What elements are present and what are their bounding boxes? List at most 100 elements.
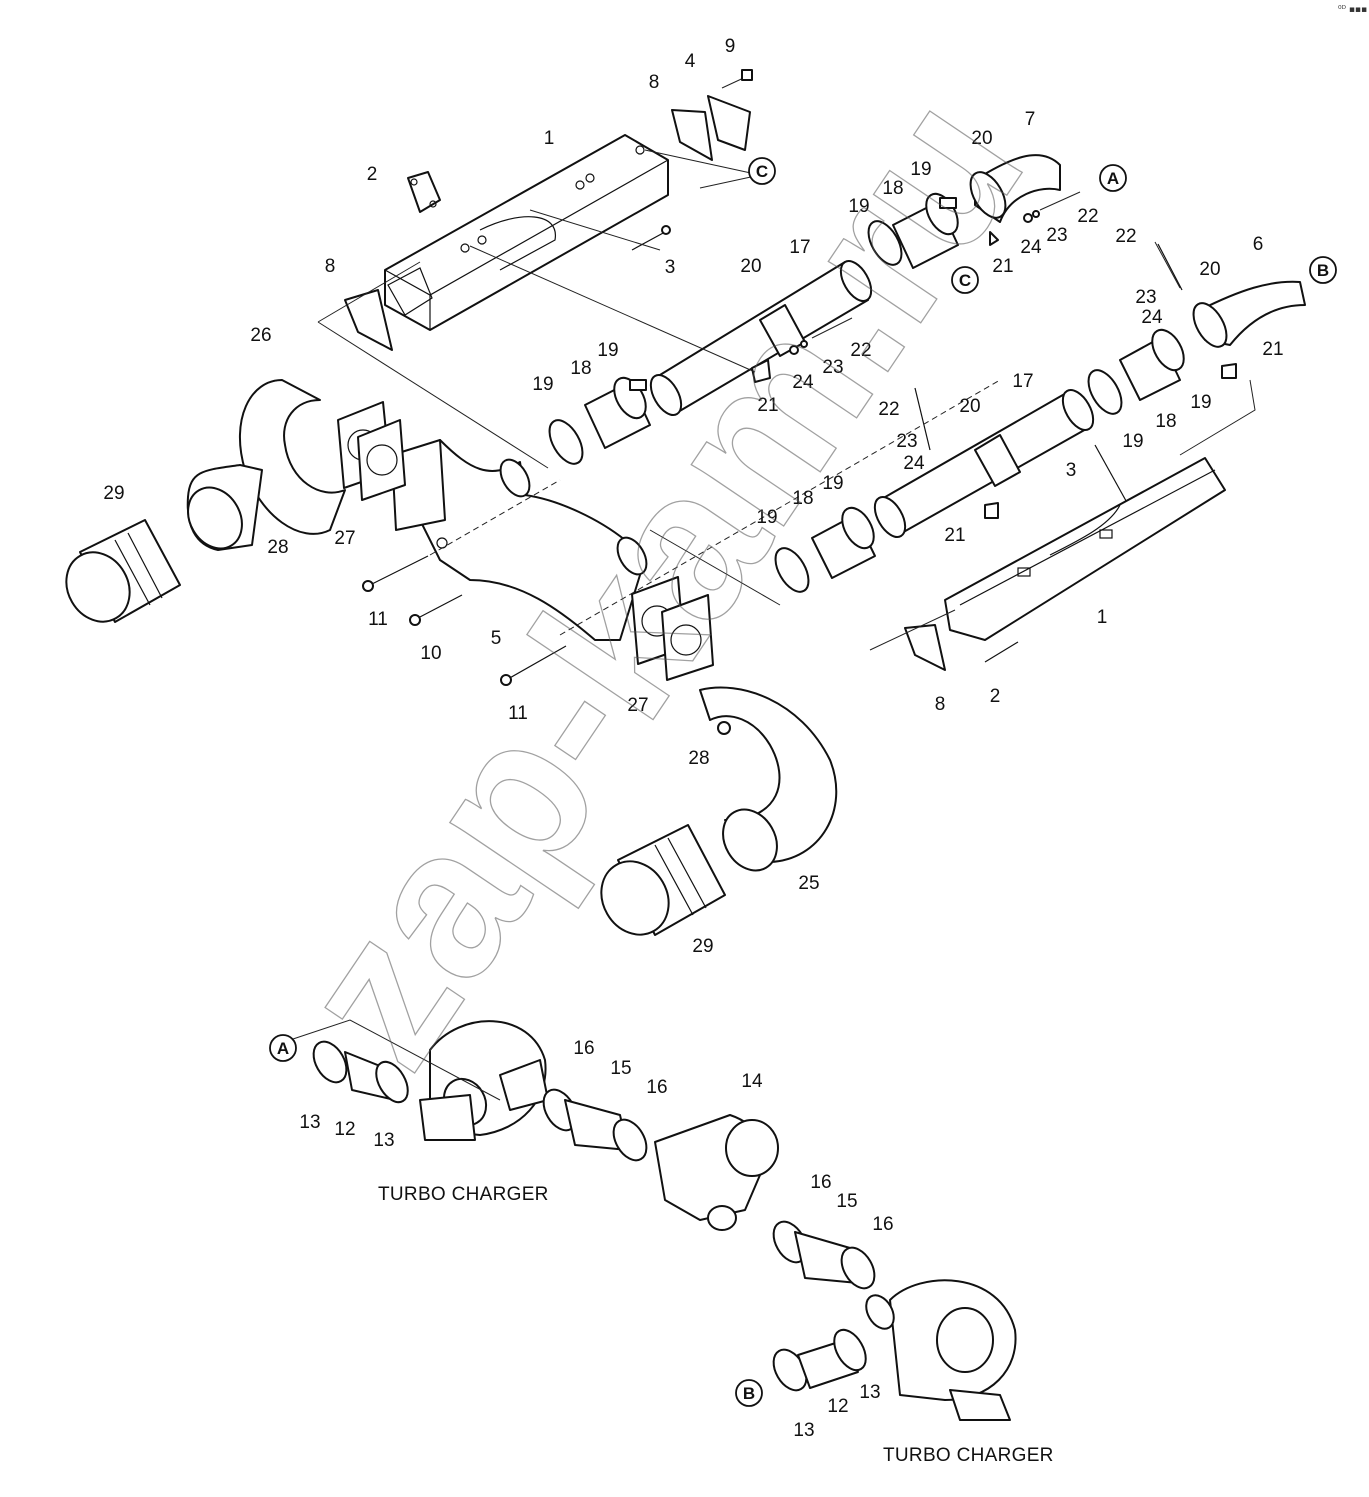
svg-text:A: A	[277, 1039, 289, 1058]
callout: 1	[1097, 607, 1108, 628]
ref-B-upper: B	[1309, 256, 1337, 284]
callout: 20	[1199, 259, 1220, 280]
bolt-28-right	[717, 721, 731, 735]
callout: 19	[1122, 431, 1143, 452]
callout: 29	[692, 936, 713, 957]
clamps-13-12-A	[312, 1040, 409, 1104]
elbow-26	[186, 379, 346, 551]
callout-labels: 9 4 8 1 2 3 8 7 20 19 18 19 22 23 24 21 …	[103, 36, 1283, 1441]
callout: 21	[1262, 339, 1283, 360]
y-connector-14	[654, 1114, 779, 1231]
sleeve-29-right	[600, 824, 726, 936]
ref-C-upper: C	[748, 157, 776, 185]
callout: 18	[882, 178, 903, 199]
callout: 19	[910, 159, 931, 180]
callout: 26	[250, 325, 271, 346]
callout: 24	[903, 453, 925, 474]
sleeve-15-lower	[772, 1220, 876, 1290]
clamps-13-12-B	[772, 1328, 867, 1392]
callout: 19	[756, 507, 777, 528]
callout: 19	[532, 374, 553, 395]
bolt-3-lower	[1094, 444, 1131, 509]
callout: 27	[334, 528, 355, 549]
callout: 22	[1115, 226, 1136, 247]
callout: 13	[299, 1112, 320, 1133]
callout: 15	[610, 1058, 631, 1079]
callout: 12	[334, 1119, 355, 1140]
tube-17-lower	[873, 389, 1095, 538]
callout: 3	[665, 257, 676, 278]
callout: 18	[570, 358, 591, 379]
bolt-22-right	[1157, 243, 1183, 291]
callout: 2	[990, 686, 1001, 707]
callout: 8	[325, 256, 336, 277]
gasket-8-lower	[904, 624, 946, 671]
clamp-group-middle	[774, 506, 876, 593]
callout: 16	[573, 1038, 594, 1059]
exhaust-manifold-upper	[384, 134, 669, 331]
callout: 20	[740, 256, 761, 277]
clip-21-upper	[751, 317, 853, 383]
callout: 19	[822, 473, 843, 494]
callout: 17	[1012, 371, 1033, 392]
callout: 21	[757, 395, 778, 416]
callout: 24	[792, 372, 814, 393]
leader-lines	[289, 149, 1256, 1101]
svg-text:B: B	[1317, 261, 1329, 280]
callout: 29	[103, 483, 124, 504]
callout: 4	[685, 51, 696, 72]
callout: 28	[267, 537, 288, 558]
svg-text:A: A	[1107, 169, 1119, 188]
callout: 3	[1066, 460, 1077, 481]
callout: 17	[789, 237, 810, 258]
callout: 22	[850, 340, 871, 361]
ref-A-upper: A	[1099, 164, 1127, 192]
corner-mark: ⁰ᴰ ▪▪▪	[1338, 5, 1367, 15]
turbo-charger-upper	[419, 1020, 549, 1141]
callout: 21	[992, 256, 1013, 277]
callout: 11	[368, 609, 388, 630]
flange-27-right	[631, 576, 714, 681]
bolt-22-mid	[914, 387, 931, 451]
callout: 11	[508, 703, 528, 724]
callout: 16	[646, 1077, 667, 1098]
callout: 20	[959, 396, 980, 417]
callout: 23	[822, 357, 843, 378]
callout: 24	[1020, 237, 1042, 258]
callout: 25	[798, 873, 819, 894]
callout: 16	[810, 1172, 831, 1193]
svg-text:C: C	[756, 162, 768, 181]
bolt-3-upper	[631, 231, 666, 251]
sleeve-15-upper	[542, 1088, 648, 1162]
svg-text:B: B	[743, 1384, 755, 1403]
callout: 15	[836, 1191, 857, 1212]
watermark: zap-kam.ru	[252, 55, 1067, 1106]
caption-turbo-charger-upper: TURBO CHARGER	[378, 1184, 549, 1205]
ref-A-lower: A	[269, 1034, 297, 1062]
callout: 6	[1253, 234, 1264, 255]
callout: 23	[1135, 287, 1156, 308]
callout: 22	[1077, 206, 1098, 227]
elbow-7	[969, 154, 1081, 246]
y-pipe-5	[391, 439, 648, 641]
clamp-group-upper-right	[867, 192, 959, 269]
callout: 10	[420, 643, 441, 664]
cover-plate	[671, 69, 753, 161]
callout: 9	[725, 36, 736, 57]
callout: 20	[971, 128, 992, 149]
callout: 8	[935, 694, 946, 715]
callout: 28	[688, 748, 709, 769]
callout: 1	[544, 128, 555, 149]
bolt-3-head	[661, 225, 671, 235]
callout: 13	[859, 1382, 880, 1403]
callout: 22	[878, 399, 899, 420]
gasket-top-small	[407, 171, 441, 213]
callout: 19	[597, 340, 618, 361]
exhaust-manifold-lower	[944, 457, 1226, 641]
callout: 24	[1141, 307, 1163, 328]
sleeve-29-left	[65, 519, 181, 623]
flange-27-left	[337, 401, 406, 501]
clamp-group-upper-left	[548, 376, 651, 465]
callout: 14	[741, 1071, 763, 1092]
